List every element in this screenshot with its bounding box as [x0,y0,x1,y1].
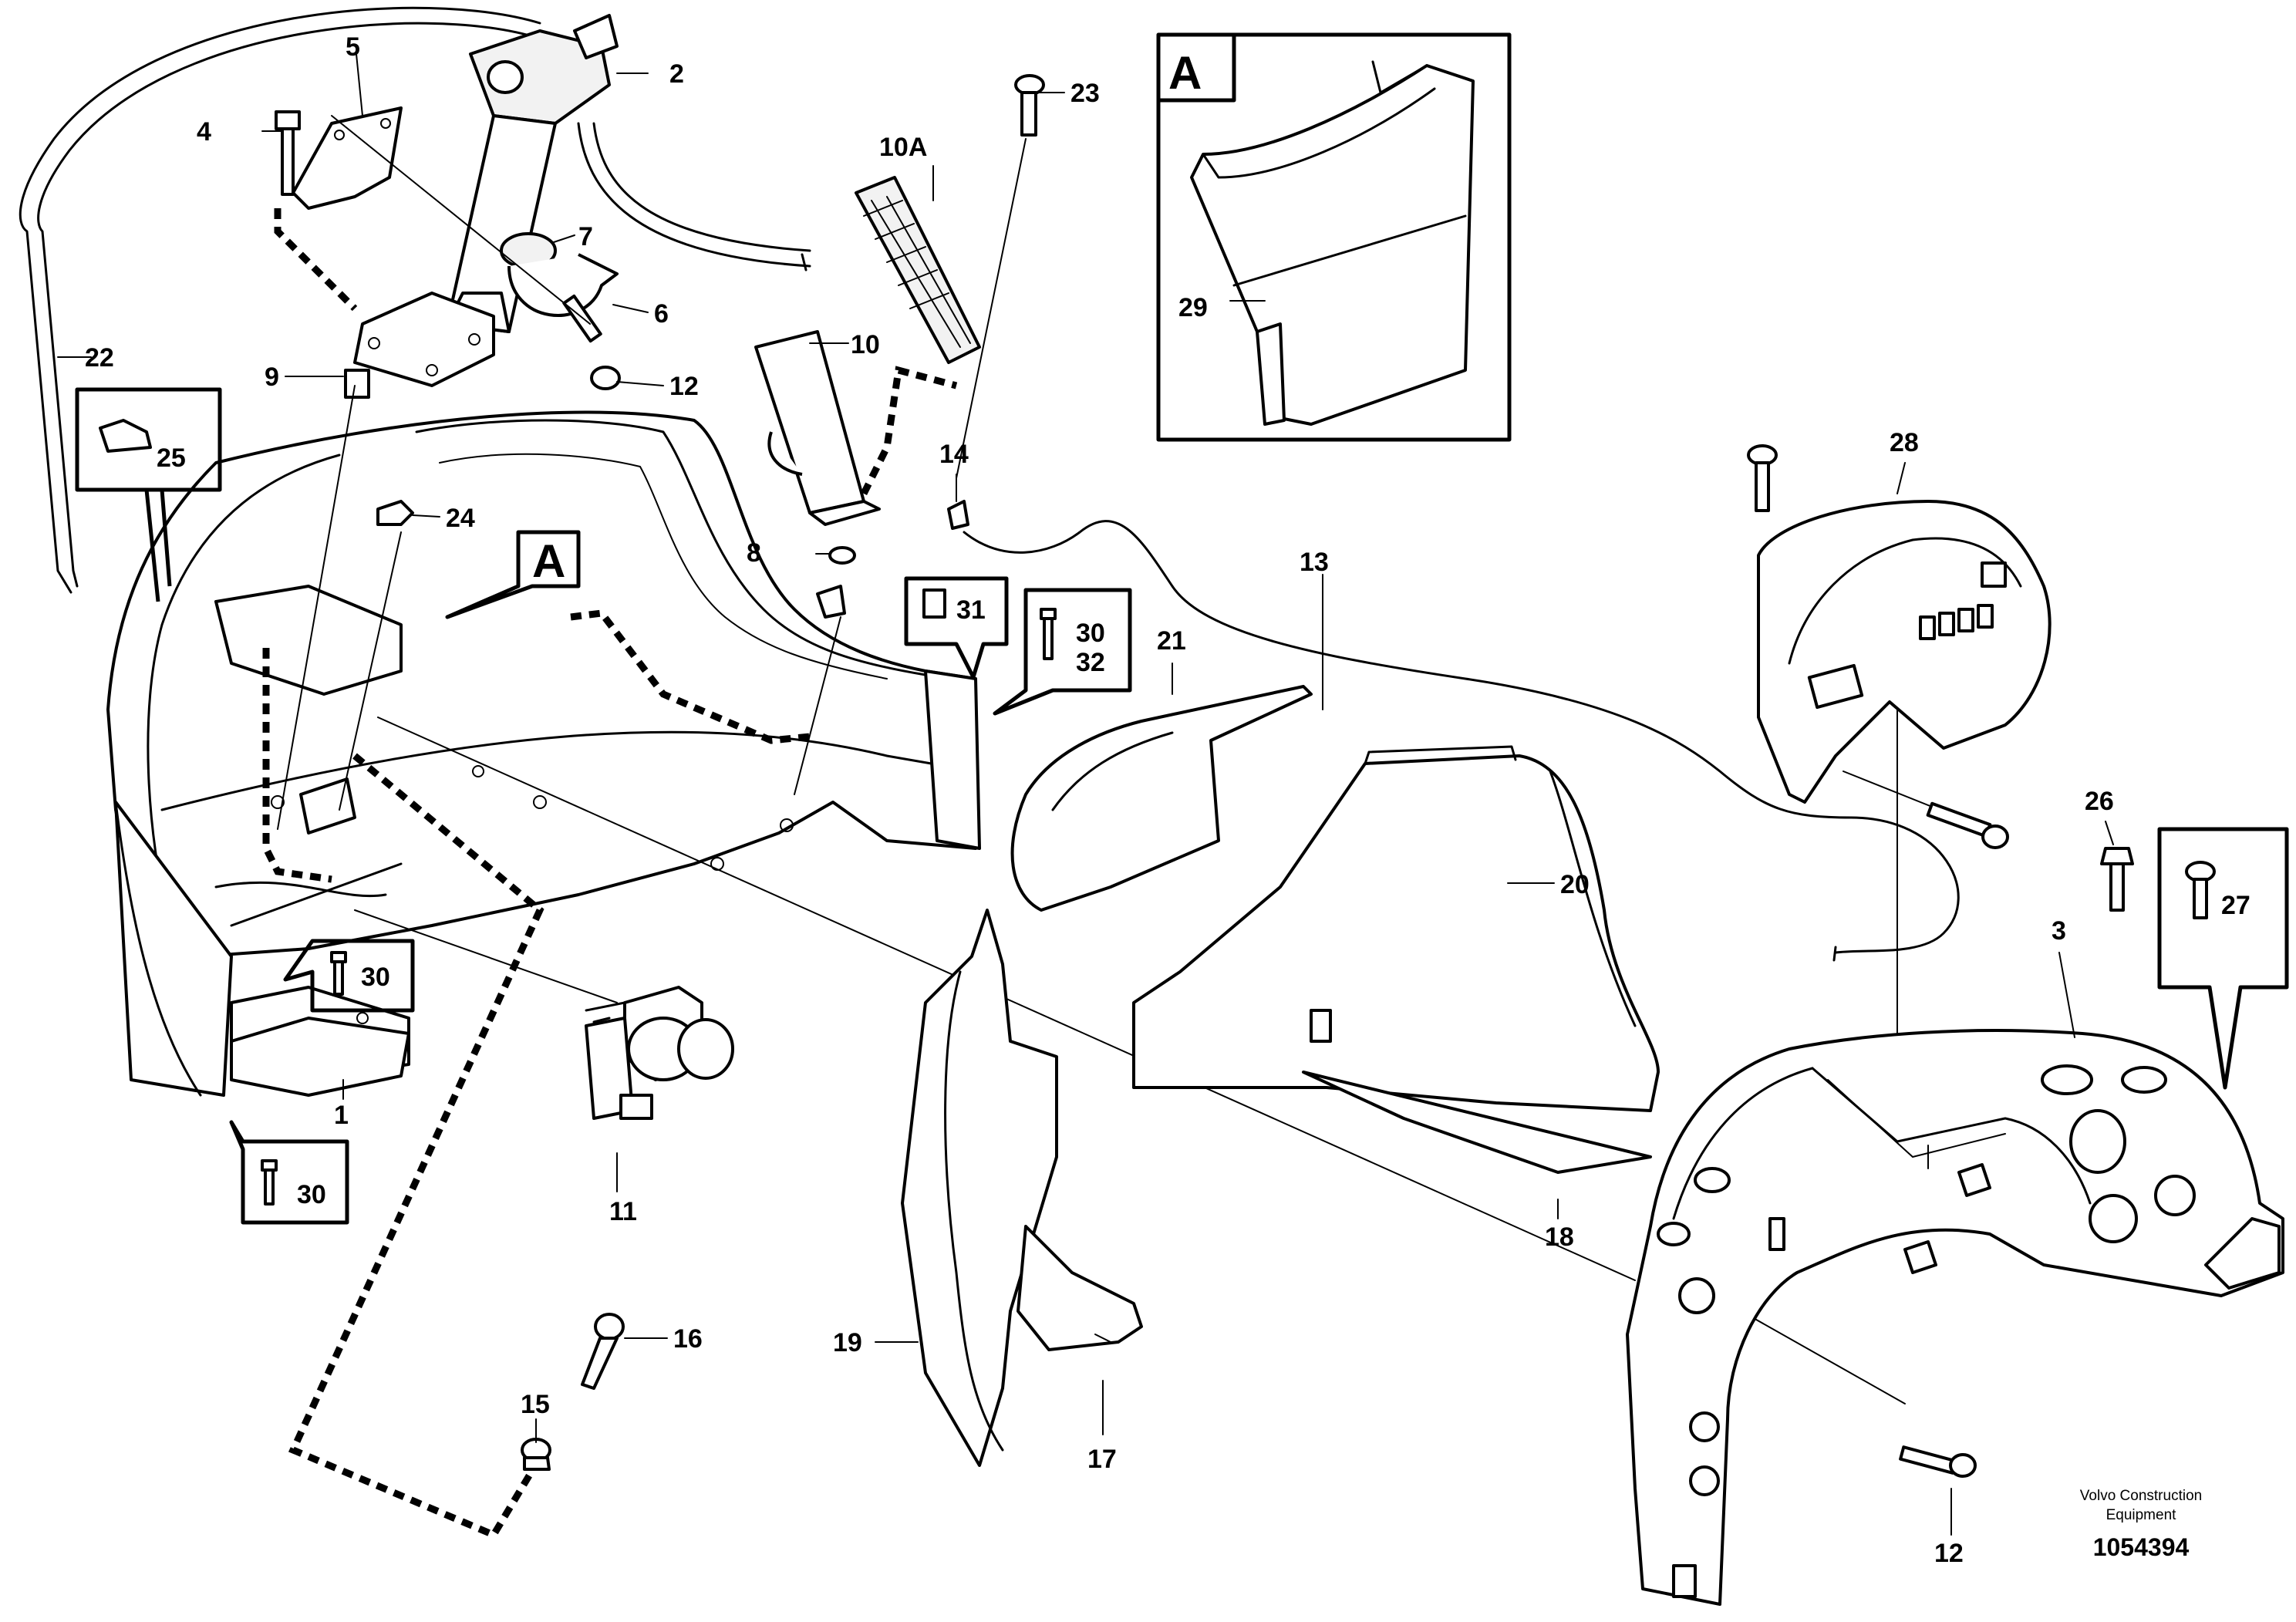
brand-line-2: Equipment [2106,1507,2177,1523]
strip-18 [1302,1071,1652,1174]
mat-10a [855,176,981,364]
label-3: 3 [2052,916,2066,946]
label-9: 9 [265,363,279,392]
label-13: 13 [1300,548,1329,577]
label-15: 15 [521,1390,550,1419]
label-30-a: 30 [361,963,390,992]
label-4: 4 [197,117,211,147]
label-27: 27 [2221,891,2250,920]
bolt-26 [2100,847,2134,912]
label-5: 5 [346,32,360,62]
label-26: 26 [2085,787,2114,816]
panel-17 [1017,1225,1143,1351]
label-12-upper: 12 [669,372,699,401]
label-18: 18 [1545,1222,1574,1252]
bracket-5 [292,106,403,210]
label-12-lower: 12 [1934,1539,1964,1568]
column-2 [353,14,811,387]
label-23: 23 [1070,79,1100,108]
label-17: 17 [1087,1445,1117,1474]
clip-15 [521,1438,551,1471]
bolt-30-32-box [993,588,1132,716]
label-leaders [57,53,2114,1536]
inset-a-letter: A [1168,47,1202,99]
label-19: 19 [833,1328,862,1357]
dash-bezel-28 [1757,500,2052,804]
label-32: 32 [1076,648,1105,677]
panel-20 [1132,745,1660,1112]
label-2: 2 [669,59,684,89]
bolt-4 [275,110,301,196]
label-31: 31 [956,595,986,625]
label-10: 10 [851,330,880,359]
label-29: 29 [1178,293,1208,322]
pedal-10 [754,330,881,526]
bolt-30-box-b [229,1120,349,1225]
clip-6-7 [500,232,619,317]
nut-9 [344,369,370,399]
panel-19 [901,909,1058,1467]
label-16: 16 [673,1324,703,1354]
label-21: 21 [1157,626,1186,656]
cowl-3 [1626,1029,2284,1606]
cable-13 [947,500,1960,962]
dashed-connectors [262,208,958,1539]
label-11: 11 [609,1197,637,1226]
bolt-28 [1747,444,1778,512]
label-20: 20 [1560,870,1590,899]
label-6: 6 [654,299,669,329]
valve-11 [585,986,734,1120]
document-number: 1054394 [2093,1533,2190,1561]
clip-25-box [75,387,222,602]
callout-a [445,530,581,619]
brand-line-1: Volvo Construction [2080,1488,2202,1504]
bolt-28-lower [1926,801,2009,849]
bolt-30-box-a [283,939,415,1013]
label-10a: 10A [879,133,927,162]
label-7: 7 [578,222,593,251]
panel-21 [1010,685,1313,912]
label-25: 25 [157,443,186,473]
bolt-27-box [2157,827,2289,1090]
label-1: 1 [334,1101,349,1130]
callout-a-letter: A [532,535,565,587]
grommet-8 [816,546,856,619]
hose-22 [19,6,541,594]
label-8: 8 [747,538,761,568]
label-14: 14 [939,440,969,469]
label-30-b: 30 [297,1180,326,1209]
bolt-16 [581,1313,625,1390]
leader-lines [277,115,1960,1404]
plate-1 [230,1017,410,1097]
nut-31-box [904,576,1009,679]
label-24: 24 [446,504,475,533]
label-30-c: 30 [1076,619,1105,648]
bolt-12-lower [1899,1445,1977,1478]
bolt-23 [1014,74,1045,137]
label-22: 22 [85,343,114,373]
label-28: 28 [1890,428,1919,457]
nut-24 [376,500,414,526]
detail-inset-a [1156,32,1512,442]
